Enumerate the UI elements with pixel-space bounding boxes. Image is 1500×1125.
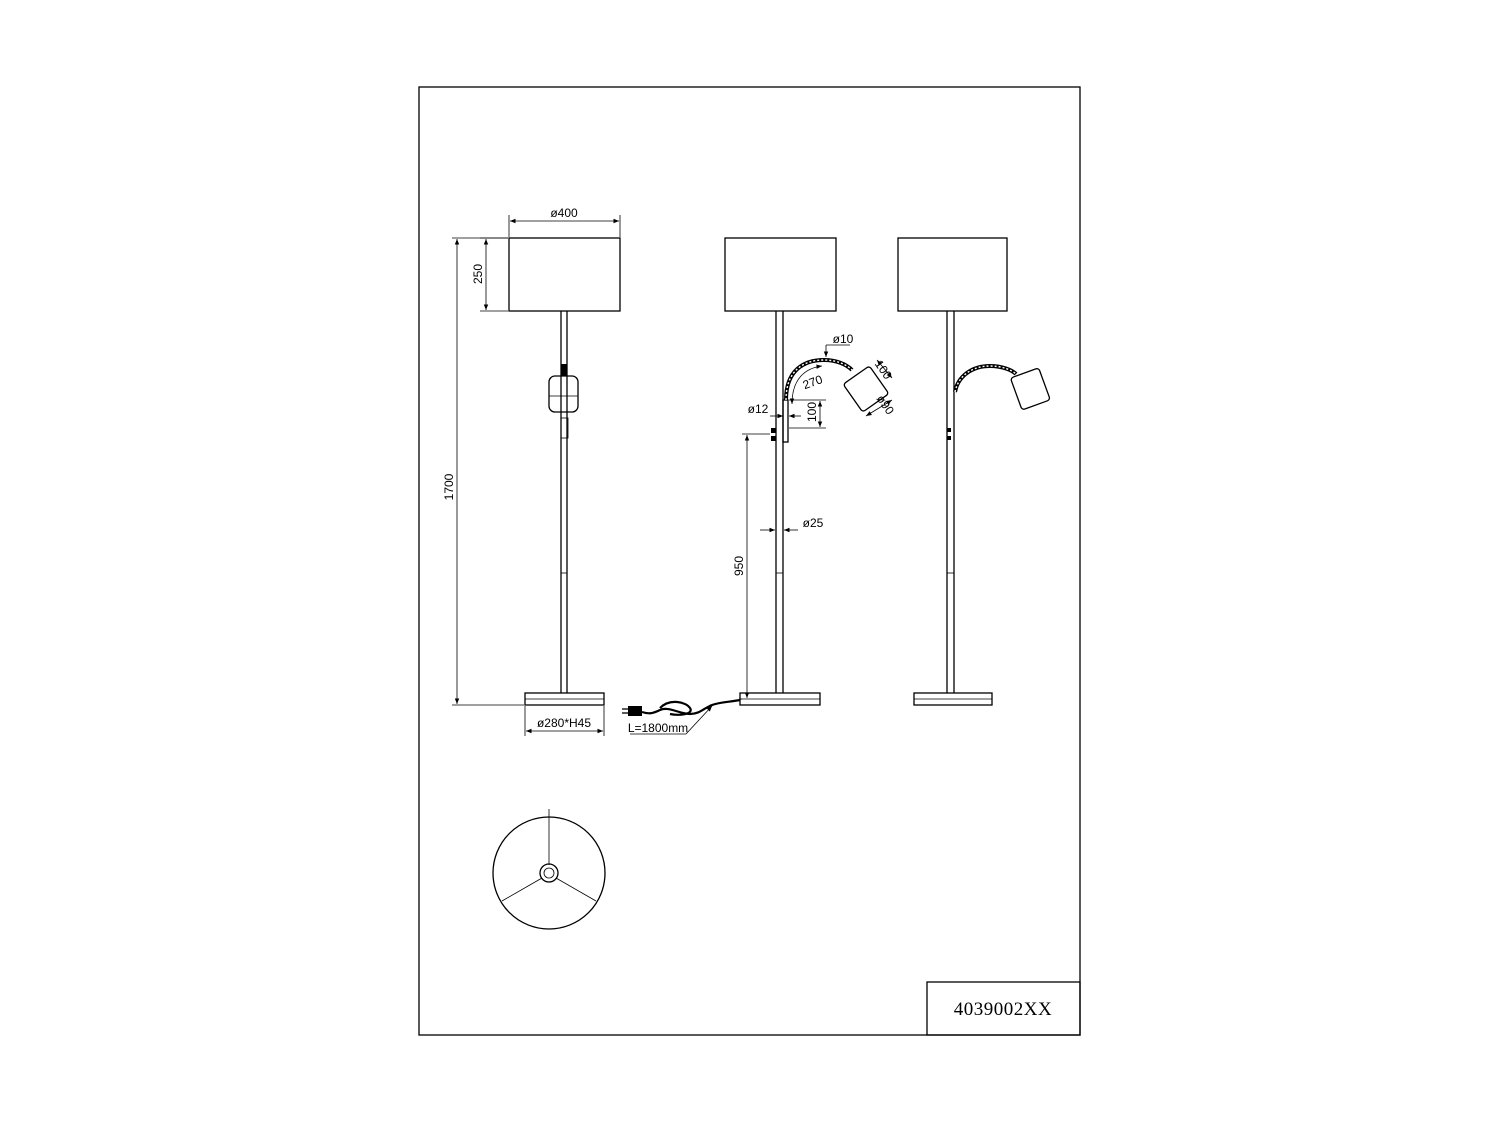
power-cable (641, 698, 741, 716)
dim-arm-length: 270 (801, 372, 825, 392)
lamp-side-view: L=1800mm ø10 270 100 ø90 ø12 100 ø25 950 (622, 237, 898, 735)
dim-base: ø280*H45 (537, 716, 591, 730)
title-block: 4039002XX (926, 981, 1081, 1036)
dim-arm-tube: ø10 (833, 332, 854, 346)
lamp-front-view: ø400 250 1700 ø280*H45 (442, 206, 621, 736)
spot-head (1010, 368, 1051, 410)
dim-arm-connector: ø12 (748, 402, 769, 416)
lamp-rear-view (897, 237, 1051, 706)
dim-shade-diameter: ø400 (550, 206, 578, 220)
product-code: 4039002XX (954, 999, 1052, 1020)
spot-head (548, 375, 579, 413)
dim-arm-connector-height: 100 (805, 402, 819, 422)
dim-spot-height: 100 (872, 357, 895, 382)
shade (897, 237, 1008, 312)
shade (508, 237, 621, 312)
dim-pole-diameter: ø25 (803, 516, 824, 530)
power-plug (628, 706, 642, 716)
dim-switch-height: 950 (732, 556, 746, 576)
dim-spot-diameter: ø90 (874, 392, 898, 417)
dim-shade-height: 250 (471, 264, 485, 284)
sheet-frame (418, 86, 1081, 1036)
gooseneck-arm (953, 363, 1018, 393)
dim-total-height: 1700 (442, 473, 456, 500)
dim-cable-length: L=1800mm (628, 721, 688, 735)
shade-bottom-view (492, 809, 606, 930)
shade (724, 237, 837, 312)
